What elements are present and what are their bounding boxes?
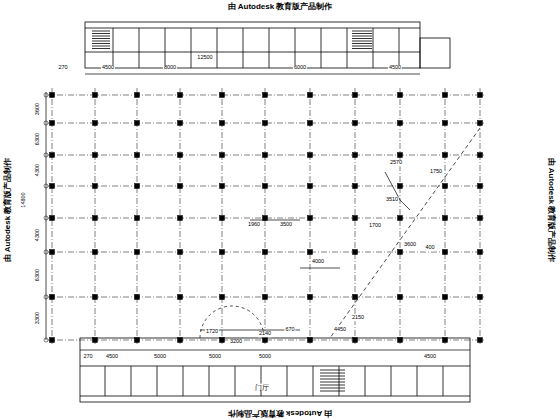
dimension-label: 1700 — [368, 223, 382, 229]
dimension-label: 270 — [82, 354, 93, 360]
dimension-label: 4500 — [388, 65, 402, 71]
dimension-label: 2150 — [351, 315, 365, 321]
dimension-label: 2140 — [258, 331, 272, 337]
dimension-label: 3200 — [229, 339, 243, 345]
dimension-label: 1720 — [205, 329, 219, 335]
dimension-label: 8000 — [163, 65, 177, 71]
dimension-label: 3510 — [385, 197, 399, 203]
dimension-label: 6300 — [35, 268, 41, 282]
dimension-label: 4300 — [35, 163, 41, 177]
watermark: 由 Autodesk 教育版产品制作 — [227, 409, 334, 417]
dimension-label: 1750 — [429, 169, 443, 175]
dimension-label: 1960 — [247, 222, 261, 228]
dimension-label: 6000 — [293, 65, 307, 71]
dimension-label: 670 — [284, 327, 295, 333]
dimension-label: 3600 — [403, 242, 417, 248]
dimension-label: 400 — [424, 245, 435, 251]
dimension-label: 12500 — [196, 55, 213, 61]
dimension-label: 270 — [57, 65, 68, 71]
dimension-label: 2570 — [389, 160, 403, 166]
dimension-label: 14800 — [21, 191, 27, 208]
dimension-label: 4000 — [311, 259, 325, 265]
dimension-label: 5000 — [153, 354, 167, 360]
dimension-label: 4300 — [35, 228, 41, 242]
dimension-label: 4500 — [105, 354, 119, 360]
dimension-label: 3600 — [35, 102, 41, 116]
dimension-label: 3500 — [279, 222, 293, 228]
dimension-label: 5000 — [258, 354, 272, 360]
dimension-label: 4500 — [101, 65, 115, 71]
watermark: 由 Autodesk 教育版产品制作 — [547, 157, 555, 264]
dimension-label: 5000 — [208, 354, 222, 360]
dimension-label: 门厅 — [254, 384, 270, 391]
watermark: 由 Autodesk 教育版产品制作 — [227, 3, 334, 11]
dimension-label: 4450 — [333, 327, 347, 333]
watermark: 由 Autodesk 教育版产品制作 — [4, 157, 12, 264]
dimension-label: 6300 — [35, 132, 41, 146]
dimension-label: 3300 — [35, 311, 41, 325]
dimension-label: 4500 — [423, 354, 437, 360]
